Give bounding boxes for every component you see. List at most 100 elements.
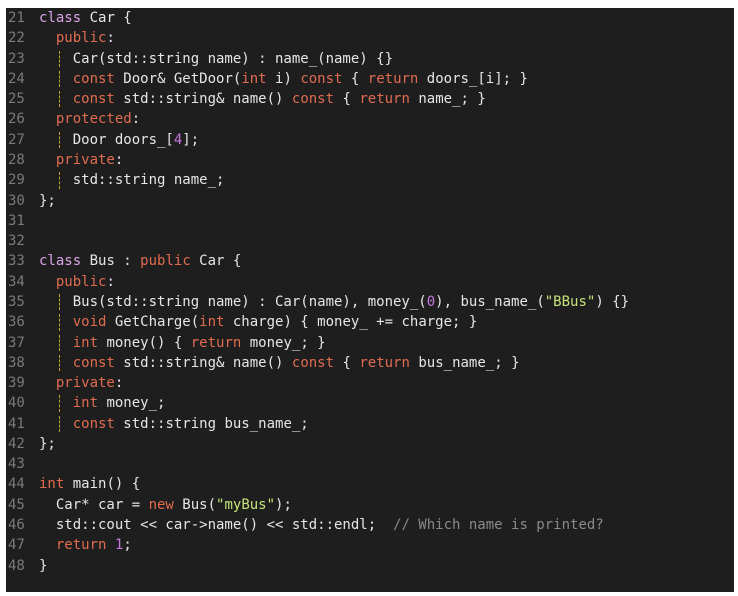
- code-line: 45 Car* car = new Bus("myBus");: [6, 495, 734, 515]
- code-token: {: [334, 354, 360, 371]
- code-token: ;: [123, 537, 132, 554]
- code-token: [39, 537, 56, 553]
- code-text: };: [39, 434, 56, 454]
- code-text: public:: [39, 272, 115, 292]
- line-number: 34: [8, 273, 25, 290]
- code-token: }: [39, 557, 48, 574]
- code-token: // Which name is printed?: [393, 517, 604, 534]
- code-token: [39, 314, 73, 330]
- code-token: [39, 111, 56, 127]
- code-line: 34 public:: [6, 272, 734, 292]
- code-text: class Bus : public Car {: [39, 251, 241, 271]
- code-token: 1: [114, 537, 124, 554]
- code-token: const: [291, 91, 335, 108]
- code-token: Bus(: [173, 496, 217, 513]
- indent-guide: [59, 354, 60, 372]
- code-token: std::string bus_name_;: [114, 415, 309, 432]
- line-number: 46: [8, 517, 25, 534]
- code-token: "BBus": [544, 293, 596, 310]
- code-token: int: [72, 395, 99, 412]
- code-token: :: [131, 111, 141, 128]
- code-token: [39, 375, 56, 391]
- line-number: 32: [8, 233, 25, 250]
- code-token: Car {: [81, 10, 132, 26]
- code-text: public:: [39, 28, 115, 48]
- code-line: 24 const Door& GetDoor(int i) const { re…: [6, 69, 734, 89]
- line-number: 25: [8, 91, 25, 108]
- code-line: 48}: [6, 556, 734, 576]
- code-token: return: [359, 354, 410, 371]
- code-text: class Car {: [39, 8, 132, 28]
- line-number: 30: [8, 192, 25, 209]
- line-number: 33: [8, 253, 25, 270]
- code-token: [39, 30, 56, 46]
- code-line: 27 Door doors_[4];: [6, 130, 734, 150]
- code-line: 28 private:: [6, 150, 734, 170]
- code-token: 0: [426, 293, 436, 310]
- code-text: return 1;: [39, 535, 132, 555]
- code-line: 46 std::cout << car->name() << std::endl…: [6, 515, 734, 535]
- code-token: class: [39, 10, 82, 26]
- code-token: ) {}: [595, 293, 630, 310]
- code-token: return: [190, 334, 242, 351]
- code-token: charge) { money_ += charge; }: [224, 314, 478, 331]
- code-token: return: [55, 537, 107, 554]
- code-text: int money() { return money_; }: [39, 333, 326, 353]
- code-line: 47 return 1;: [6, 535, 734, 555]
- line-number: 23: [8, 50, 25, 67]
- code-token: std::string& name(): [114, 354, 292, 371]
- code-token: std::string name_;: [39, 172, 225, 189]
- code-token: public: [140, 253, 191, 270]
- line-number: 26: [8, 111, 25, 128]
- code-token: [106, 537, 114, 553]
- code-token: const: [72, 91, 115, 108]
- line-number: 38: [8, 354, 25, 371]
- indent-guide: [59, 314, 60, 331]
- code-token: ];: [182, 131, 200, 148]
- code-text: std::string name_;: [39, 170, 225, 190]
- code-token: :: [106, 273, 115, 290]
- code-token: Door doors_[: [39, 131, 174, 148]
- code-token: money_;: [98, 395, 166, 412]
- code-line: 32: [6, 231, 734, 251]
- code-line: 37 int money() { return money_; }: [6, 333, 734, 353]
- code-token: [39, 274, 56, 290]
- code-token: Bus(std::string name) : Car(name), money…: [39, 293, 427, 310]
- code-token: public: [55, 273, 107, 290]
- code-line: 38 const std::string& name() const { ret…: [6, 353, 734, 373]
- line-number: 39: [8, 375, 25, 392]
- line-number: 47: [8, 537, 25, 554]
- code-token: main() {: [64, 476, 141, 493]
- code-token: return: [367, 70, 419, 87]
- code-token: const: [72, 70, 115, 87]
- code-token: return: [359, 91, 410, 108]
- code-token: [39, 355, 73, 371]
- code-token: money() {: [98, 334, 191, 351]
- code-line: 30};: [6, 191, 734, 211]
- code-text: const std::string& name() const { return…: [39, 89, 486, 109]
- code-token: protected: [55, 111, 132, 128]
- code-token: const: [72, 354, 115, 371]
- code-line: 36 void GetCharge(int charge) { money_ +…: [6, 312, 734, 332]
- code-token: [39, 71, 73, 87]
- code-token: int: [241, 70, 267, 87]
- code-line: 29 std::string name_;: [6, 170, 734, 190]
- indent-guide: [59, 70, 60, 88]
- code-token: [39, 152, 56, 168]
- line-number: 29: [8, 172, 25, 189]
- code-line: 31: [6, 211, 734, 231]
- code-token: :: [106, 30, 115, 47]
- indent-guide: [59, 293, 60, 311]
- code-token: const: [72, 415, 115, 432]
- line-number: 40: [8, 395, 25, 412]
- code-text: void GetCharge(int charge) { money_ += c…: [39, 312, 478, 332]
- code-line: 40 int money_;: [6, 393, 734, 413]
- code-line: 22 public:: [6, 28, 734, 48]
- indent-guide: [59, 172, 60, 189]
- line-number: 22: [8, 30, 25, 47]
- code-text: std::cout << car->name() << std::endl; /…: [39, 515, 604, 535]
- code-token: doors_[i]; }: [418, 70, 528, 87]
